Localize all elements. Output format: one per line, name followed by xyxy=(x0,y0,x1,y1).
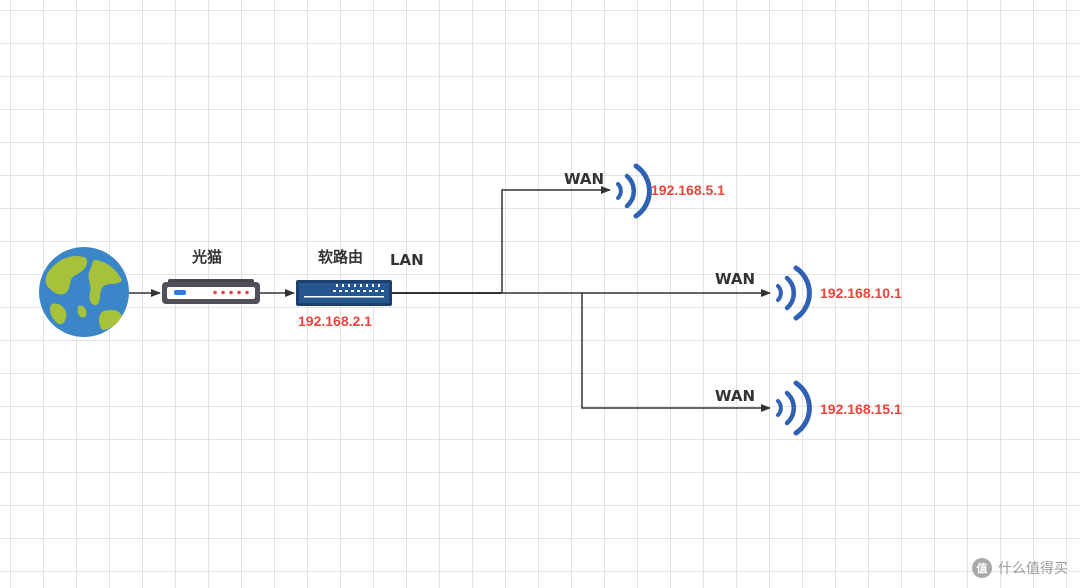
watermark-badge: 值 xyxy=(972,558,992,578)
soft-router-label: 软路由 xyxy=(318,248,364,266)
wifi-icon xyxy=(776,265,812,321)
modem-label: 光猫 xyxy=(192,248,223,266)
router-2-ip: 192.168.10.1 xyxy=(820,285,902,301)
router-3-ip: 192.168.15.1 xyxy=(820,401,902,417)
modem-icon xyxy=(162,279,260,304)
wan-label-2: WAN xyxy=(715,270,756,288)
globe-icon xyxy=(39,247,129,337)
lan-label: LAN xyxy=(390,251,424,269)
watermark-text: 什么值得买 xyxy=(998,561,1068,577)
wifi-icon xyxy=(616,163,652,219)
soft-router-ip: 192.168.2.1 xyxy=(298,313,372,329)
link-router-3 xyxy=(581,293,771,412)
wifi-icon xyxy=(776,380,812,436)
wan-label-1: WAN xyxy=(564,170,605,188)
watermark: 值 什么值得买 xyxy=(972,558,1068,578)
link-router-1 xyxy=(501,186,611,293)
wan-label-3: WAN xyxy=(715,387,756,405)
router-1-ip: 192.168.5.1 xyxy=(651,182,725,198)
router-switch-icon xyxy=(296,280,392,306)
